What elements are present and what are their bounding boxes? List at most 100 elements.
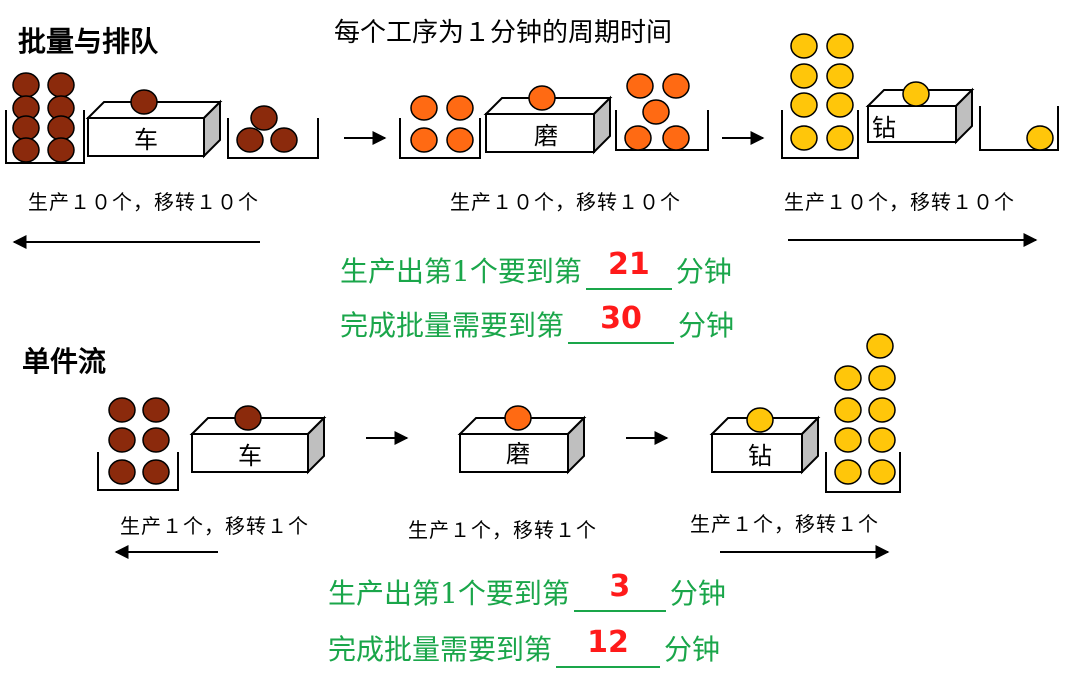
part-ball bbox=[12, 72, 40, 98]
part-ball bbox=[47, 115, 75, 141]
part-ball bbox=[410, 127, 438, 153]
batch-lathe-input-parts bbox=[12, 72, 75, 163]
part-ball bbox=[642, 99, 670, 125]
batch-first-piece-line: 生产出第1个要到第 21 分钟 bbox=[340, 247, 732, 290]
part-ball bbox=[108, 397, 136, 423]
flow-caption-grind: 生产１个，移转１个 bbox=[408, 518, 597, 542]
part-ball bbox=[826, 125, 854, 151]
batch-section-title: 批量与排队 bbox=[18, 25, 159, 58]
batch-caption-lathe: 生产１０个，移转１０个 bbox=[28, 190, 259, 214]
part-ball bbox=[528, 85, 556, 111]
part-ball bbox=[47, 137, 75, 163]
flow-grind-machine: 磨 bbox=[457, 405, 587, 475]
cycle-time-note: 每个工序为１分钟的周期时间 bbox=[334, 18, 673, 48]
batch-first-piece-suffix: 分钟 bbox=[675, 255, 732, 288]
part-ball bbox=[662, 125, 690, 151]
part-ball bbox=[624, 125, 652, 151]
batch-done-suffix: 分钟 bbox=[678, 309, 735, 342]
part-ball bbox=[790, 125, 818, 151]
part-ball bbox=[868, 397, 896, 423]
batch-first-piece-prefix: 生产出第1个要到第 bbox=[340, 255, 582, 288]
batch-drill-input-parts bbox=[790, 33, 854, 151]
batch-done-prefix: 完成批量需要到第 bbox=[340, 309, 565, 342]
part-ball bbox=[790, 92, 818, 118]
batch-drill-label: 钻 bbox=[872, 114, 896, 142]
batch-grind-machine: 磨 bbox=[483, 85, 613, 155]
part-ball bbox=[662, 73, 690, 99]
flow-first-piece-value: 3 bbox=[609, 569, 631, 604]
part-ball bbox=[446, 127, 474, 153]
batch-first-piece-value: 21 bbox=[607, 247, 650, 282]
flow-first-piece-blank: 3 bbox=[573, 569, 666, 612]
part-ball bbox=[236, 127, 264, 153]
batch-grind-output-bin bbox=[615, 110, 709, 151]
part-ball bbox=[790, 33, 818, 59]
part-ball bbox=[142, 427, 170, 453]
batch-grind-output-parts bbox=[624, 73, 690, 151]
part-ball bbox=[504, 405, 532, 431]
part-ball bbox=[866, 333, 894, 359]
flow-section-title: 单件流 bbox=[22, 345, 107, 378]
part-ball bbox=[790, 63, 818, 89]
flow-lathe-input-bin bbox=[97, 452, 179, 491]
flow-lathe-input-parts bbox=[108, 397, 170, 485]
flow-caption-drill: 生产１个，移转１个 bbox=[690, 512, 879, 536]
flow-caption-lathe: 生产１个，移转１个 bbox=[120, 514, 309, 538]
part-ball bbox=[868, 427, 896, 453]
batch-lathe-input-bin bbox=[5, 110, 85, 164]
batch-lathe-machine: 车 bbox=[85, 89, 223, 159]
part-ball bbox=[446, 95, 474, 121]
flow-first-piece-line: 生产出第1个要到第 3 分钟 bbox=[328, 569, 726, 612]
part-ball bbox=[826, 63, 854, 89]
flow-drill-output-bin bbox=[825, 452, 901, 493]
flow-lathe-machine: 车 bbox=[189, 405, 327, 475]
batch-grind-input-parts bbox=[410, 95, 474, 153]
part-ball bbox=[142, 397, 170, 423]
part-ball bbox=[834, 459, 862, 485]
flow-drill-label: 钻 bbox=[748, 442, 772, 470]
part-ball bbox=[826, 33, 854, 59]
part-ball bbox=[270, 127, 298, 153]
flow-done-blank: 12 bbox=[556, 625, 661, 668]
batch-drill-input-bin bbox=[781, 110, 859, 159]
flow-first-piece-prefix: 生产出第1个要到第 bbox=[328, 577, 570, 610]
flow-first-piece-suffix: 分钟 bbox=[669, 577, 726, 610]
part-ball bbox=[868, 459, 896, 485]
part-ball bbox=[834, 397, 862, 423]
flow-done-line: 完成批量需要到第 12 分钟 bbox=[328, 625, 721, 668]
part-ball bbox=[130, 89, 158, 115]
batch-lathe-output-parts bbox=[236, 105, 298, 153]
part-ball bbox=[746, 407, 774, 433]
batch-grind-label: 磨 bbox=[534, 122, 558, 150]
part-ball bbox=[410, 95, 438, 121]
part-ball bbox=[834, 365, 862, 391]
batch-done-value: 30 bbox=[600, 301, 642, 336]
batch-first-piece-blank: 21 bbox=[585, 247, 672, 290]
part-ball bbox=[826, 92, 854, 118]
flow-lathe-label: 车 bbox=[238, 442, 262, 470]
part-ball bbox=[12, 137, 40, 163]
batch-lathe-output-bin bbox=[227, 118, 319, 159]
batch-drill-output-part bbox=[1026, 125, 1054, 151]
part-ball bbox=[12, 115, 40, 141]
part-ball bbox=[834, 427, 862, 453]
part-ball bbox=[250, 105, 278, 131]
part-ball bbox=[108, 459, 136, 485]
flow-drill-output-parts bbox=[834, 333, 896, 485]
flow-done-prefix: 完成批量需要到第 bbox=[328, 633, 553, 666]
part-ball bbox=[902, 81, 930, 107]
batch-done-line: 完成批量需要到第 30 分钟 bbox=[340, 301, 735, 344]
flow-done-suffix: 分钟 bbox=[664, 633, 721, 666]
batch-caption-grind: 生产１０个，移转１０个 bbox=[450, 190, 681, 214]
flow-drill-machine: 钻 bbox=[709, 407, 821, 475]
part-ball bbox=[234, 405, 262, 431]
flow-done-value: 12 bbox=[587, 625, 629, 660]
batch-drill-output-bin bbox=[979, 106, 1059, 151]
part-ball bbox=[142, 459, 170, 485]
part-ball bbox=[47, 72, 75, 98]
batch-done-blank: 30 bbox=[568, 301, 675, 344]
batch-grind-input-bin bbox=[399, 118, 481, 159]
part-ball bbox=[626, 73, 654, 99]
flow-grind-label: 磨 bbox=[506, 440, 530, 468]
